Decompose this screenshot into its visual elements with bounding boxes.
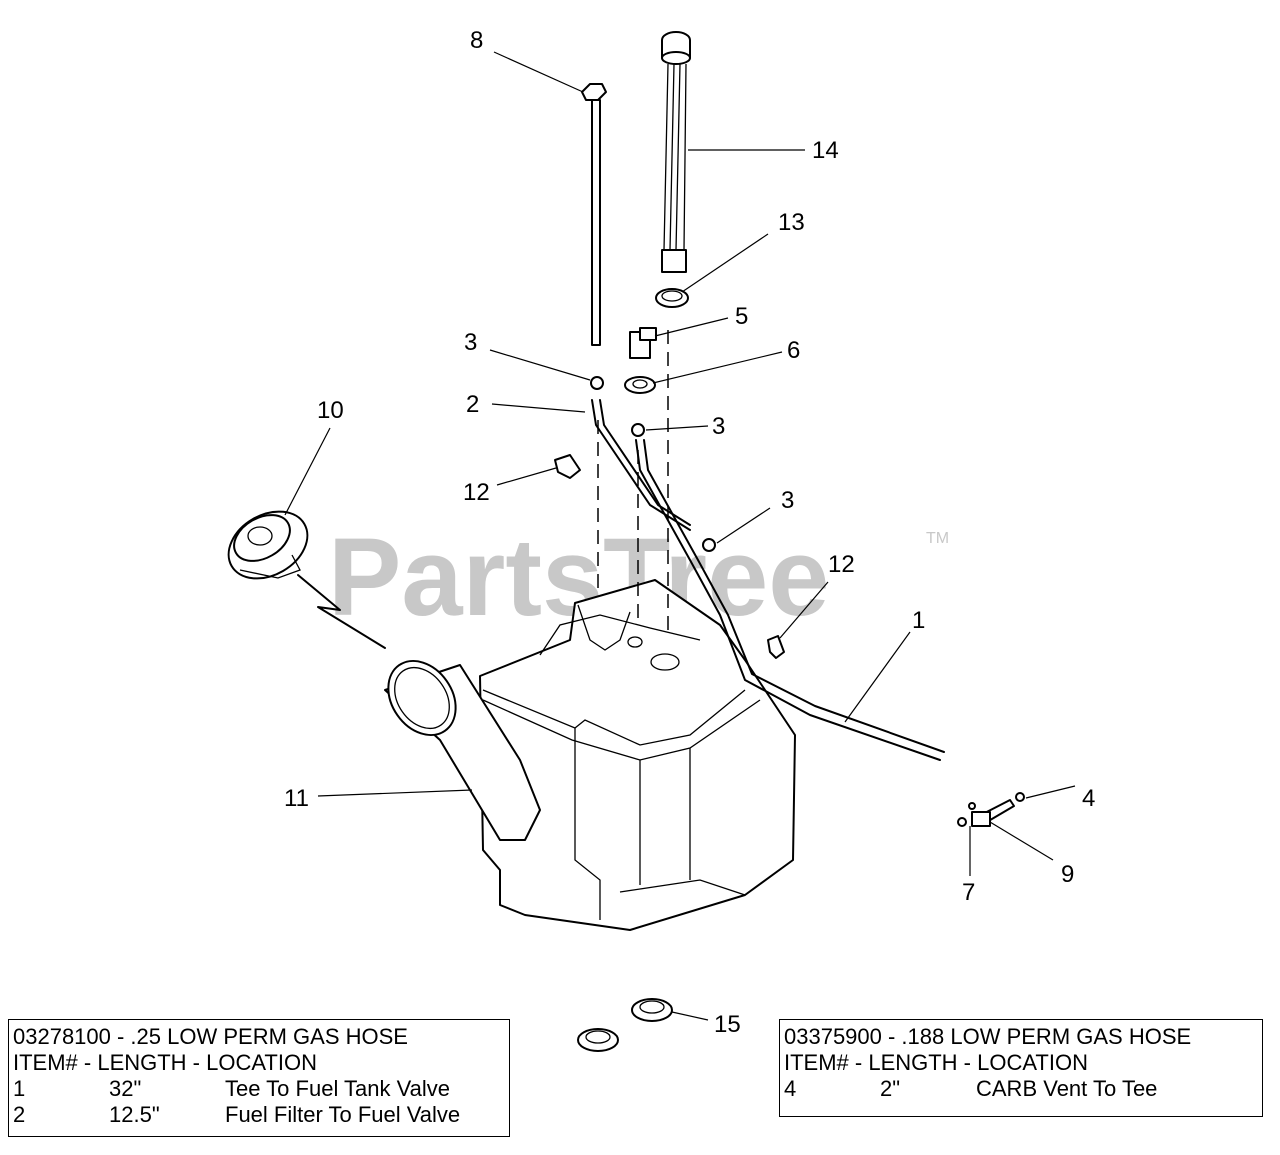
fuel-tank xyxy=(384,579,796,931)
callout-3b: 3 xyxy=(712,413,725,440)
grommets-15 xyxy=(577,998,673,1052)
callout-1: 1 xyxy=(912,607,925,634)
clamp-3c xyxy=(702,538,716,552)
hose-2 xyxy=(591,399,691,531)
callout-4: 4 xyxy=(1082,785,1095,812)
table-row: 4 2" CARB Vent To Tee xyxy=(784,1076,1256,1102)
callout-15: 15 xyxy=(714,1011,741,1038)
callout-12b: 12 xyxy=(828,551,855,578)
clip-12a xyxy=(554,454,581,479)
callout-7: 7 xyxy=(962,879,975,906)
tee-9 xyxy=(957,792,1025,827)
callout-6: 6 xyxy=(787,337,800,364)
item-number: 2 xyxy=(13,1102,26,1127)
hose-length: 32" xyxy=(109,1076,142,1101)
callout-3c: 3 xyxy=(781,487,794,514)
fuel-gauge-sender xyxy=(661,31,691,273)
hose-table-low-perm-188: 03375900 - .188 LOW PERM GAS HOSE ITEM# … xyxy=(779,1019,1263,1117)
callout-10: 10 xyxy=(317,397,344,424)
callout-14: 14 xyxy=(812,137,839,164)
hose-location: CARB Vent To Tee xyxy=(976,1076,1158,1101)
table-header: ITEM# - LENGTH - LOCATION xyxy=(784,1050,1088,1075)
hose-location: Fuel Filter To Fuel Valve xyxy=(225,1102,461,1127)
table-row: 2 12.5" Fuel Filter To Fuel Valve xyxy=(13,1102,503,1128)
leader-lines xyxy=(284,51,1076,1021)
callout-12a: 12 xyxy=(463,479,490,506)
callouts: 8 14 13 5 6 3 2 3 12 3 12 1 10 11 4 9 7 … xyxy=(284,27,1095,1038)
watermark-trademark: TM xyxy=(926,530,949,547)
clamp-3b xyxy=(631,423,645,437)
table-row: 1 32" Tee To Fuel Tank Valve xyxy=(13,1076,503,1102)
callout-8: 8 xyxy=(470,27,483,54)
fuel-valve xyxy=(629,327,657,359)
callout-5: 5 xyxy=(735,303,748,330)
table-header: ITEM# - LENGTH - LOCATION xyxy=(13,1050,317,1075)
hose-table-low-perm-25: 03278100 - .25 LOW PERM GAS HOSE ITEM# -… xyxy=(8,1019,510,1137)
table-title: 03375900 - .188 LOW PERM GAS HOSE xyxy=(784,1024,1192,1049)
hose-length: 12.5" xyxy=(109,1102,160,1127)
callout-9: 9 xyxy=(1061,861,1074,888)
clip-12b xyxy=(767,635,785,659)
callout-3a: 3 xyxy=(464,329,477,356)
vent-tube xyxy=(581,83,607,346)
callout-11: 11 xyxy=(284,785,309,812)
hose-length: 2" xyxy=(880,1076,901,1101)
hose-location: Tee To Fuel Tank Valve xyxy=(225,1076,451,1101)
item-number: 4 xyxy=(784,1076,797,1101)
fuel-cap xyxy=(227,510,386,649)
item-number: 1 xyxy=(13,1076,26,1101)
clamp-3a xyxy=(590,376,604,390)
callout-13: 13 xyxy=(778,209,805,236)
bushing-6 xyxy=(624,376,656,394)
callout-2: 2 xyxy=(466,391,479,418)
hose-1 xyxy=(635,439,941,761)
table-title: 03278100 - .25 LOW PERM GAS HOSE xyxy=(13,1024,408,1049)
